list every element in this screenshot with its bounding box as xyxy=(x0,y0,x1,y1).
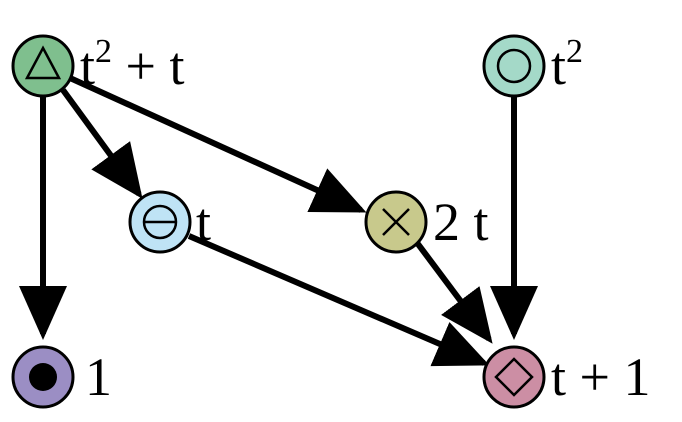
node-mul-label: 2 t xyxy=(433,192,489,252)
node-neg-label: t xyxy=(196,192,211,252)
edges xyxy=(19,75,538,367)
node-add: t2 + t xyxy=(11,33,184,98)
node-const-label: 1 xyxy=(85,347,112,407)
edge-neg-to-out xyxy=(187,233,490,367)
node-const: 1 xyxy=(11,345,112,409)
node-square-label: t2 xyxy=(551,33,583,96)
node-out-label: t + 1 xyxy=(551,347,650,407)
node-add-label: t2 + t xyxy=(80,33,184,96)
node-square: t2 xyxy=(482,33,583,98)
node-square-circle xyxy=(482,34,546,98)
dot-icon xyxy=(29,363,57,391)
node-out: t + 1 xyxy=(482,345,650,409)
times-icon xyxy=(382,208,410,236)
node-out-circle xyxy=(482,345,546,409)
node-neg: t xyxy=(128,190,211,254)
diamond-icon xyxy=(494,357,534,397)
circle-icon xyxy=(496,48,532,84)
edge-add-to-neg xyxy=(60,88,143,199)
node-add-circle xyxy=(11,34,75,98)
triangle-icon xyxy=(24,45,62,80)
node-mul: 2 t xyxy=(364,190,489,254)
edge-mul-to-out xyxy=(412,238,493,344)
edge-add-to-mul xyxy=(68,75,367,213)
